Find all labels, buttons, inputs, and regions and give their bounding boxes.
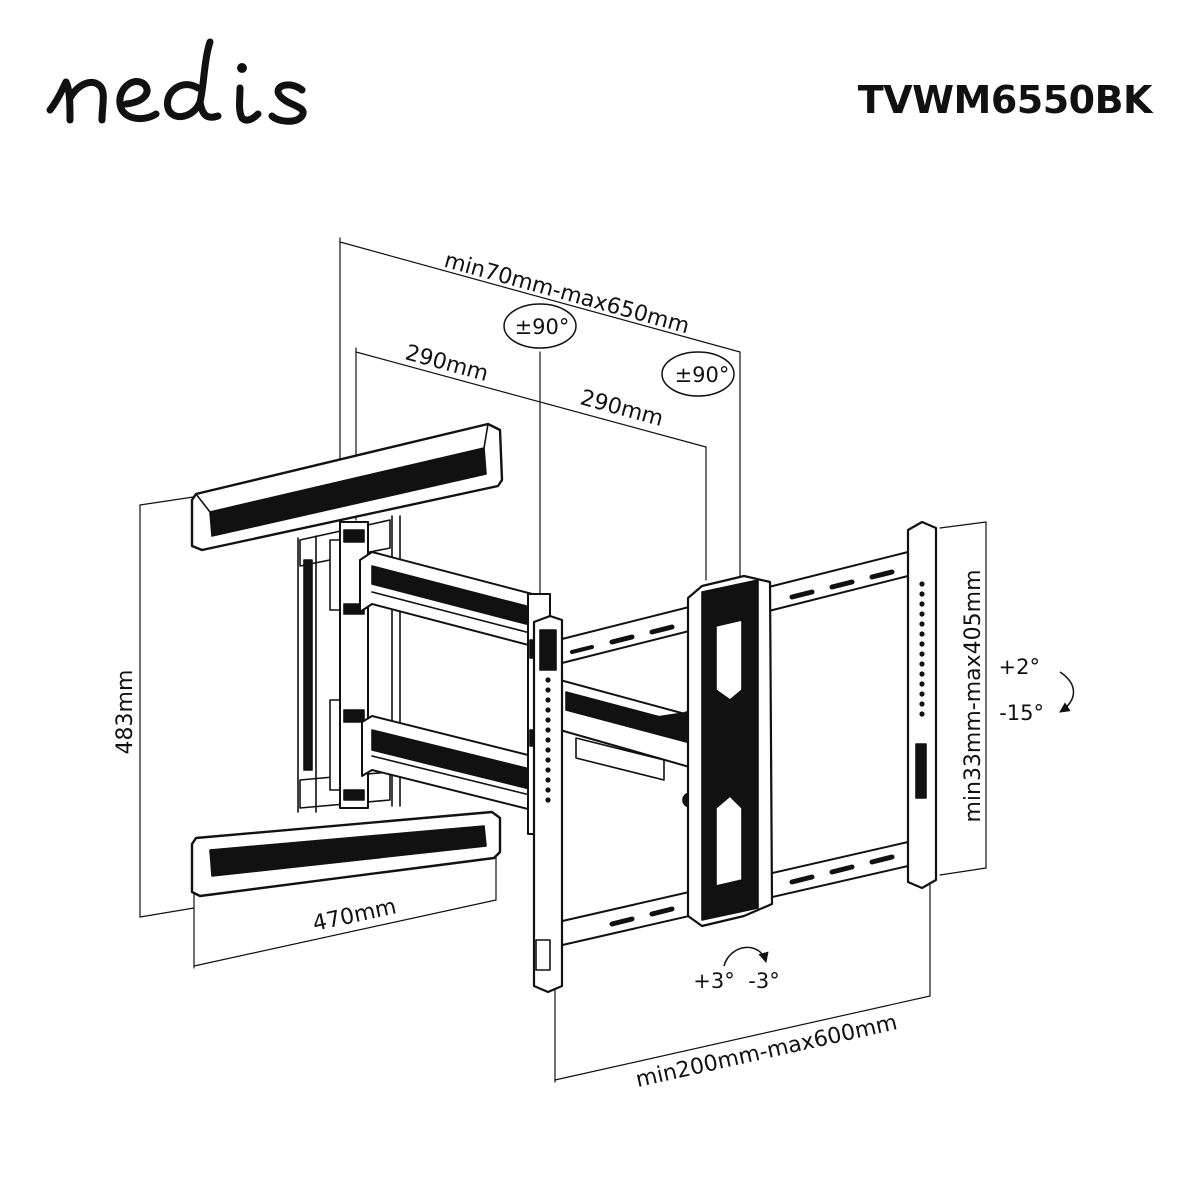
vesa-hole [919, 611, 925, 617]
vesa-hole [919, 581, 925, 587]
vesa-hole [919, 631, 925, 637]
wall-plate-height-label: 483mm [113, 670, 138, 755]
vesa-hole [545, 797, 551, 803]
arm-segment-2-label: 290mm [577, 386, 665, 432]
tilt-up-label: +2° [999, 655, 1040, 679]
vesa-hole [919, 661, 925, 667]
vesa-horizontal-label: min200mm-max600mm [634, 1010, 900, 1093]
vesa-hole [545, 777, 551, 783]
vesa-hole [545, 687, 551, 693]
vesa-hole [545, 717, 551, 723]
vesa-hole [545, 747, 551, 753]
lower-arm [559, 679, 701, 808]
brand-logo [46, 38, 307, 125]
vesa-hole [919, 681, 925, 687]
vesa-hole [545, 677, 551, 683]
vesa-hole [919, 701, 925, 707]
rotate-left-label: +3° [693, 969, 734, 993]
rotation-arcs [503, 303, 1075, 967]
vesa-hole [545, 727, 551, 733]
vesa-hole [919, 711, 925, 717]
vesa-hole [919, 621, 925, 627]
model-number: TVWM6550BK [857, 78, 1153, 122]
rotate-right-label: -3° [748, 969, 779, 993]
vesa-hole [545, 787, 551, 793]
vesa-hole [919, 671, 925, 677]
vesa-holes [545, 581, 925, 803]
vesa-hole [919, 691, 925, 697]
swivel-1-label: ±90° [515, 315, 570, 339]
vesa-bar-left [532, 614, 564, 994]
vesa-hole [919, 591, 925, 597]
vesa-hole [545, 707, 551, 713]
upper-arm [359, 551, 541, 813]
tilt-down-label: -15° [999, 701, 1044, 725]
vesa-hole [919, 641, 925, 647]
center-bracket [686, 574, 774, 928]
vesa-hole [545, 697, 551, 703]
vesa-hole [545, 737, 551, 743]
wall-plate [190, 422, 504, 898]
vesa-vertical-label: min33mm-max405mm [961, 569, 986, 822]
vesa-hole [545, 757, 551, 763]
vesa-hole [919, 601, 925, 607]
arm-segment-1-label: 290mm [402, 341, 490, 387]
swivel-2-label: ±90° [675, 363, 730, 387]
vesa-hole [919, 651, 925, 657]
vesa-hole [545, 767, 551, 773]
